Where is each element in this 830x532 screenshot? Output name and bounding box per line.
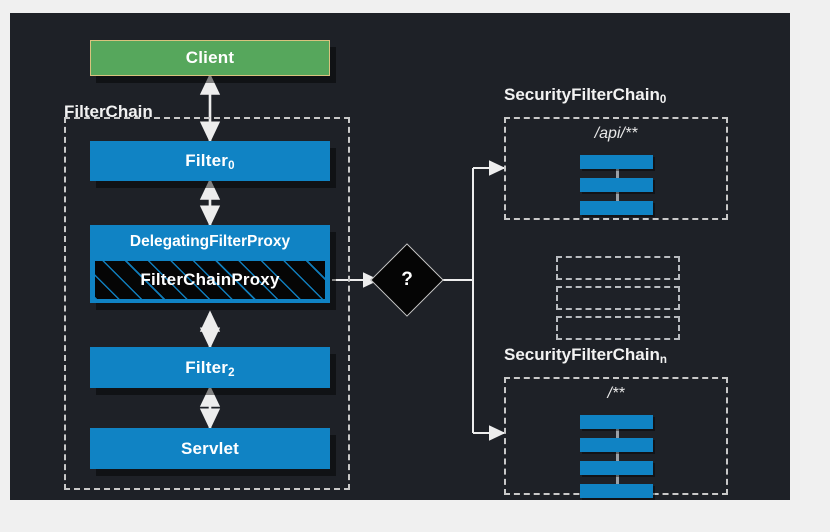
bar-connector (616, 169, 619, 178)
filter0-label: Filter0 (185, 151, 235, 173)
delegating-filter-proxy-box[interactable]: DelegatingFilterProxy FilterChainProxy (90, 225, 330, 303)
security-filter-chain-n-container: /** (504, 377, 728, 498)
filterchain-container (64, 117, 350, 490)
filter2-label: Filter2 (185, 357, 235, 379)
filter-chain-proxy-label: FilterChainProxy (140, 270, 280, 289)
chain-filter-bar[interactable] (580, 415, 653, 429)
client-box[interactable]: Client (90, 40, 330, 76)
bar-connector (616, 452, 619, 461)
filter2-box[interactable]: Filter2 (90, 347, 330, 388)
servlet-box[interactable]: Servlet (90, 428, 330, 469)
elided-chain-box (556, 286, 680, 310)
chain-filter-bar[interactable] (580, 178, 653, 192)
elided-chain-box (556, 316, 680, 340)
chain-filter-bar[interactable] (580, 461, 653, 475)
client-label: Client (185, 48, 235, 67)
filterchain-group-label: FilterChain (64, 102, 153, 121)
chain-n-pattern: /** (607, 385, 625, 402)
filter0-box[interactable]: Filter0 (90, 141, 330, 181)
security-filter-chain-0-label: SecurityFilterChain0 (504, 85, 667, 107)
delegating-filter-proxy-label: DelegatingFilterProxy (129, 233, 291, 250)
filter-chain-proxy-box[interactable]: FilterChainProxy (95, 261, 325, 299)
servlet-label: Servlet (180, 438, 240, 458)
security-filter-chain-0-container: /api/** (504, 117, 728, 220)
chain-0-pattern: /api/** (594, 125, 638, 142)
chain-filter-bar[interactable] (580, 438, 653, 452)
bar-connector (616, 192, 619, 201)
decision-label: ? (401, 269, 413, 290)
elided-chain-box (556, 256, 680, 280)
decision-diamond[interactable]: ? (370, 243, 444, 317)
security-filter-chain-n-label: SecurityFilterChainn (504, 345, 667, 367)
bar-connector (616, 475, 619, 484)
chain-filter-bar[interactable] (580, 201, 653, 215)
chain-filter-bar[interactable] (580, 155, 653, 169)
bar-connector (616, 429, 619, 438)
diagram-canvas: Client FilterChain Filter0 DelegatingFil… (10, 13, 790, 500)
chain-filter-bar[interactable] (580, 484, 653, 498)
